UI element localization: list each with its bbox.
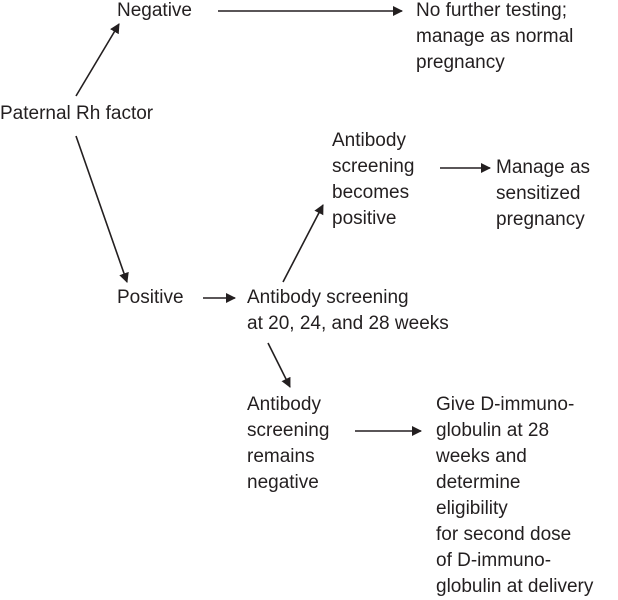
node-line: of D-immuno- — [436, 550, 552, 571]
screening-remains-negative-node: Antibody screening remains negative — [247, 392, 329, 496]
node-line: determine — [436, 472, 521, 493]
arrow-screening-to-becomes-positive — [282, 204, 324, 283]
no-further-testing-node: No further testing; manage as normal pre… — [416, 0, 573, 76]
node-line: screening — [247, 420, 330, 441]
node-line: eligibility — [436, 498, 508, 519]
node-line: remains — [247, 446, 315, 467]
node-line: globulin at 28 — [436, 420, 550, 441]
arrow-screening-to-remains-negative — [267, 342, 291, 388]
node-line: Antibody — [332, 130, 406, 151]
arrow-paternal-to-positive — [75, 135, 129, 283]
node-line: Antibody screening — [247, 287, 409, 308]
node-line: No further testing; — [416, 0, 568, 21]
antibody-screening-node: Antibody screening at 20, 24, and 28 wee… — [247, 285, 449, 337]
node-line: Give D-immuno- — [436, 394, 575, 415]
node-line: for second dose — [436, 524, 572, 545]
node-line: pregnancy — [496, 209, 585, 230]
node-line: Negative — [117, 0, 192, 21]
negative-node: Negative — [117, 0, 192, 24]
node-line: pregnancy — [416, 52, 505, 73]
node-line: globulin at delivery — [436, 576, 594, 597]
node-line: becomes — [332, 182, 410, 203]
node-line: positive — [332, 208, 397, 229]
positive-node: Positive — [117, 285, 184, 311]
node-line: at 20, 24, and 28 weeks — [247, 313, 449, 334]
node-line: Antibody — [247, 394, 321, 415]
node-line: weeks and — [436, 446, 527, 467]
node-line: screening — [332, 156, 415, 177]
node-line: sensitized — [496, 183, 581, 204]
manage-as-sensitized-node: Manage as sensitized pregnancy — [496, 155, 590, 233]
node-line: manage as normal — [416, 26, 574, 47]
arrow-paternal-to-negative — [75, 23, 120, 97]
screening-becomes-positive-node: Antibody screening becomes positive — [332, 128, 414, 232]
give-d-immunoglobulin-node: Give D-immuno- globulin at 28 weeks and … — [436, 392, 593, 600]
paternal-rh-factor-node: Paternal Rh factor — [0, 101, 153, 127]
node-line: Manage as — [496, 157, 591, 178]
node-line: negative — [247, 472, 319, 493]
node-line: Paternal Rh factor — [0, 103, 154, 124]
node-line: Positive — [117, 287, 184, 308]
